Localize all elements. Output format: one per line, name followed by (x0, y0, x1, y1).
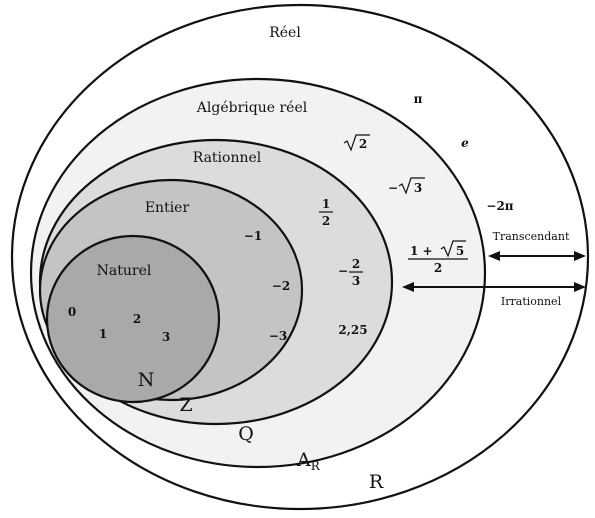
neg-sqrt3-radical (398, 177, 425, 195)
member-neg-sqrt3: − 3 (388, 177, 425, 195)
member-naturel-2: 2 (133, 312, 141, 326)
symbol-reel: R (369, 471, 384, 493)
symbol-algebrique-main: A (296, 449, 311, 471)
fraction-neg-numerator: 2 (352, 257, 360, 271)
label-irrationnel: Irrationnel (501, 295, 562, 308)
member-naturel-1: 1 (99, 327, 107, 341)
member-rationnel-neg-two-thirds: − 2 3 (338, 257, 363, 288)
symbol-entier: Z (179, 394, 192, 416)
fraction-half-denominator: 2 (322, 214, 330, 228)
member-pi: π (414, 92, 423, 106)
arrow-transcendant-head-left (488, 251, 500, 261)
arrow-irrationnel (402, 282, 586, 292)
arrow-irrationnel-head-right (574, 282, 586, 292)
arrow-transcendant (488, 251, 586, 261)
sqrt2-radical (343, 134, 370, 152)
member-golden-ratio: 1 + 5 2 (408, 240, 468, 275)
member-entier-neg2: −2 (272, 279, 290, 293)
golden-radicand: 5 (456, 244, 464, 258)
neg-sqrt3-sign: − (388, 181, 398, 195)
member-sqrt2: 2 (343, 134, 370, 152)
member-naturel-0: 0 (68, 305, 76, 319)
symbol-algebrique-sub: R (311, 459, 321, 473)
symbol-naturel: N (138, 369, 155, 391)
golden-radical (440, 240, 466, 258)
member-entier-neg3: −3 (269, 329, 287, 343)
label-rationnel: Rationnel (193, 150, 262, 166)
label-reel: Réel (269, 25, 301, 41)
golden-numerator-prefix: 1 + (410, 244, 437, 258)
arrow-transcendant-head-right (574, 251, 586, 261)
symbol-rationnel: Q (238, 423, 254, 445)
label-algebrique: Algébrique réel (196, 100, 308, 116)
golden-denominator: 2 (434, 261, 442, 275)
neg-sqrt3-radicand: 3 (414, 181, 422, 195)
fraction-neg-denominator: 3 (352, 274, 360, 288)
symbol-algebrique: AR (296, 449, 321, 473)
fraction-half-numerator: 1 (322, 197, 330, 211)
member-naturel-3: 3 (162, 330, 170, 344)
label-transcendant: Transcendant (493, 230, 570, 243)
member-rationnel-decimal: 2,25 (338, 323, 367, 337)
label-entier: Entier (145, 200, 190, 216)
member-e: e (461, 136, 469, 150)
fraction-neg-sign: − (338, 264, 348, 278)
member-rationnel-half: 1 2 (319, 197, 333, 228)
member-entier-neg1: −1 (244, 229, 262, 243)
sqrt2-radicand: 2 (359, 137, 367, 151)
label-naturel: Naturel (97, 263, 152, 279)
set-naturel-ellipse (45, 234, 221, 404)
arrow-irrationnel-head-left (402, 282, 414, 292)
member-neg2pi: −2π (486, 199, 513, 213)
